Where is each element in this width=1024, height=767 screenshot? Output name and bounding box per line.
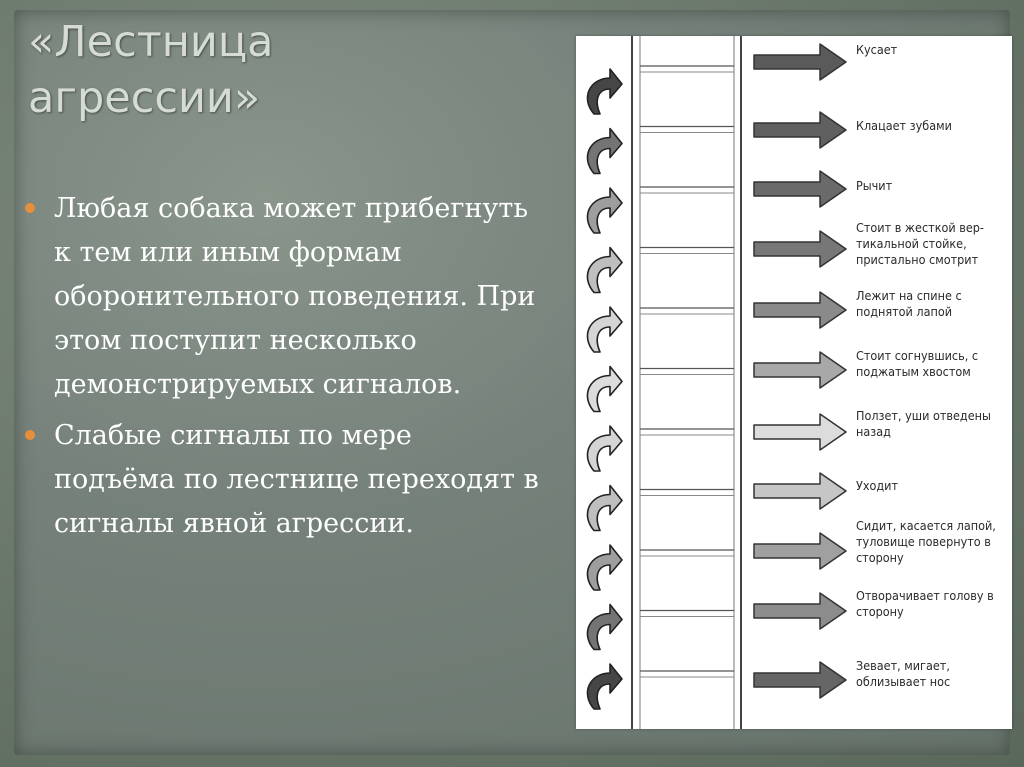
bullet-dot-icon [25,203,35,213]
title-line-2: агрессии» [28,73,260,123]
curl-arrow-icon [587,664,622,709]
signal-arrow-icon [754,171,846,207]
signal-label: Клацает зубами [856,118,1012,134]
signal-arrow-icon [754,414,846,450]
curl-arrow-icon [587,307,622,352]
signal-arrow-icon [754,473,846,509]
curl-arrow-icon [587,129,622,174]
title-line-1: «Лестница [28,17,273,67]
signal-label: Отворачивает голову в сторону [856,588,1012,620]
signal-arrow-icon [754,112,846,148]
signal-label: Рычит [856,178,1012,194]
signal-label: Лежит на спине с поднятой лапой [856,288,1012,320]
signal-arrow-icon [754,593,846,629]
curl-arrow-icon [587,367,622,412]
bullet-item: Любая собака может прибегнуть к тем или … [20,187,540,407]
curl-arrow-icon [587,605,622,650]
bullet-item: Слабые сигналы по мере подъёма по лестни… [20,414,540,546]
signal-label: Сидит, касается лапой, туловище повернут… [856,518,1012,566]
signal-arrow-icon [754,44,846,80]
ladder-diagram [576,36,1012,729]
curl-arrow-icon [587,248,622,293]
curl-arrow-icon [587,426,622,471]
bullet-list: Любая собака может прибегнуть к тем или … [20,187,540,553]
bullet-dot-icon [25,430,35,440]
signal-arrow-icon [754,292,846,328]
signal-arrow-icon [754,533,846,569]
signal-label: Зевает, мигает, облизывает нос [856,658,1012,690]
curl-arrow-icon [587,188,622,233]
signal-arrow-icon [754,662,846,698]
bullet-text: Слабые сигналы по мере подъёма по лестни… [54,420,539,539]
signal-label: Ползет, уши отведены назад [856,408,1012,440]
signal-label: Стоит согнувшись, с поджатым хвостом [856,348,1012,380]
slide-title: «Лестница агрессии» [28,14,548,126]
signal-arrow-icon [754,352,846,388]
signal-arrow-icon [754,231,846,267]
signal-label: Стоит в жесткой вер-тикальной стойке, пр… [856,220,1012,268]
signal-label: Уходит [856,478,1012,494]
curl-arrow-icon [587,545,622,590]
bullet-text: Любая собака может прибегнуть к тем или … [54,193,535,400]
curl-arrow-icon [587,69,622,114]
curl-arrow-icon [587,486,622,531]
signal-label: Кусает [856,42,1012,58]
